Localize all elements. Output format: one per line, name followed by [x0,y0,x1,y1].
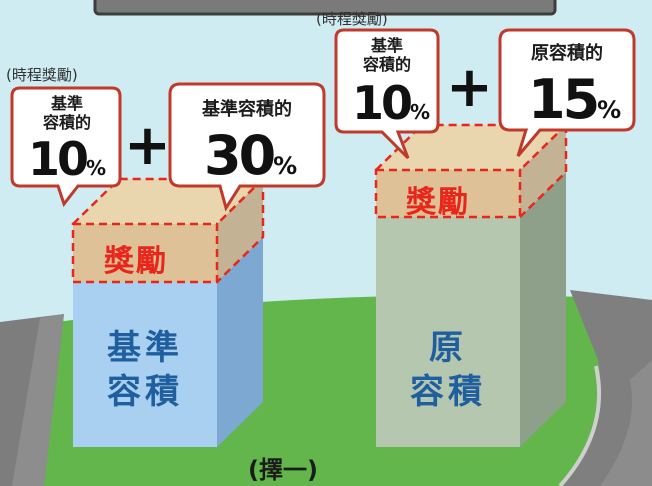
right-time-bubble-line1: 基準 [370,36,403,55]
right-reward-label: 獎勵 [406,185,470,220]
left-base-percent: 30% [204,124,297,187]
left-time-note: (時程獎勵) [6,66,78,84]
left-time-unit: % [86,156,107,180]
road-curb [558,365,601,486]
left-time-bubble [10,86,122,208]
road-right-lane [600,360,652,486]
left-reward-label: 獎勵 [104,244,168,279]
right-block-label-line1: 原 [429,328,467,368]
left-base-unit: % [273,152,298,180]
right-time-bubble-line2: 容積的 [362,55,411,74]
right-time-bubble [334,28,440,160]
right-block-label: 原 容積 [376,326,520,414]
right-block-label-line2: 容積 [410,372,486,412]
left-base-bubble [168,82,326,212]
right-reward-top [376,125,566,170]
right-time-bubble-label: 基準 容積的 [340,36,434,74]
right-base-bubble-label: 原容積的 [531,43,603,64]
left-reward-top [73,179,263,224]
right-block-front [376,217,520,447]
right-base-unit: % [597,96,622,124]
right-base-percent: 15% [528,68,621,131]
left-reward-front [73,224,217,282]
left-block-side [217,237,263,447]
right-reward-front [376,170,520,217]
right-time-note: (時程獎勵) [316,10,388,28]
left-block-front [73,282,217,447]
left-block-label: 基準 容積 [73,326,217,414]
right-plus-sign: + [446,55,493,120]
right-time-value: 10 [352,76,413,130]
left-time-bubble-label: 基準 容積的 [18,94,116,132]
choose-one-caption: (擇一) [248,456,318,484]
right-time-percent: 10% [352,76,430,130]
top-banner [93,0,557,16]
left-time-bubble-line2: 容積的 [42,113,91,132]
left-block-label-line1: 基準 [107,328,183,368]
left-plus-sign: + [124,113,171,178]
left-base-value: 30 [204,124,276,187]
left-reward-side [217,179,263,282]
road-left-lane [12,314,64,486]
left-time-percent: 10% [28,132,106,186]
left-time-bubble-line1: 基準 [50,94,83,113]
right-time-unit: % [410,100,431,124]
right-block-side [520,172,566,447]
left-time-value: 10 [28,132,89,186]
right-base-value: 15 [528,68,600,131]
left-block-label-line2: 容積 [107,372,183,412]
left-base-bubble-label: 基準容積的 [202,99,292,120]
right-reward-side [520,125,566,217]
right-base-bubble [498,28,636,157]
